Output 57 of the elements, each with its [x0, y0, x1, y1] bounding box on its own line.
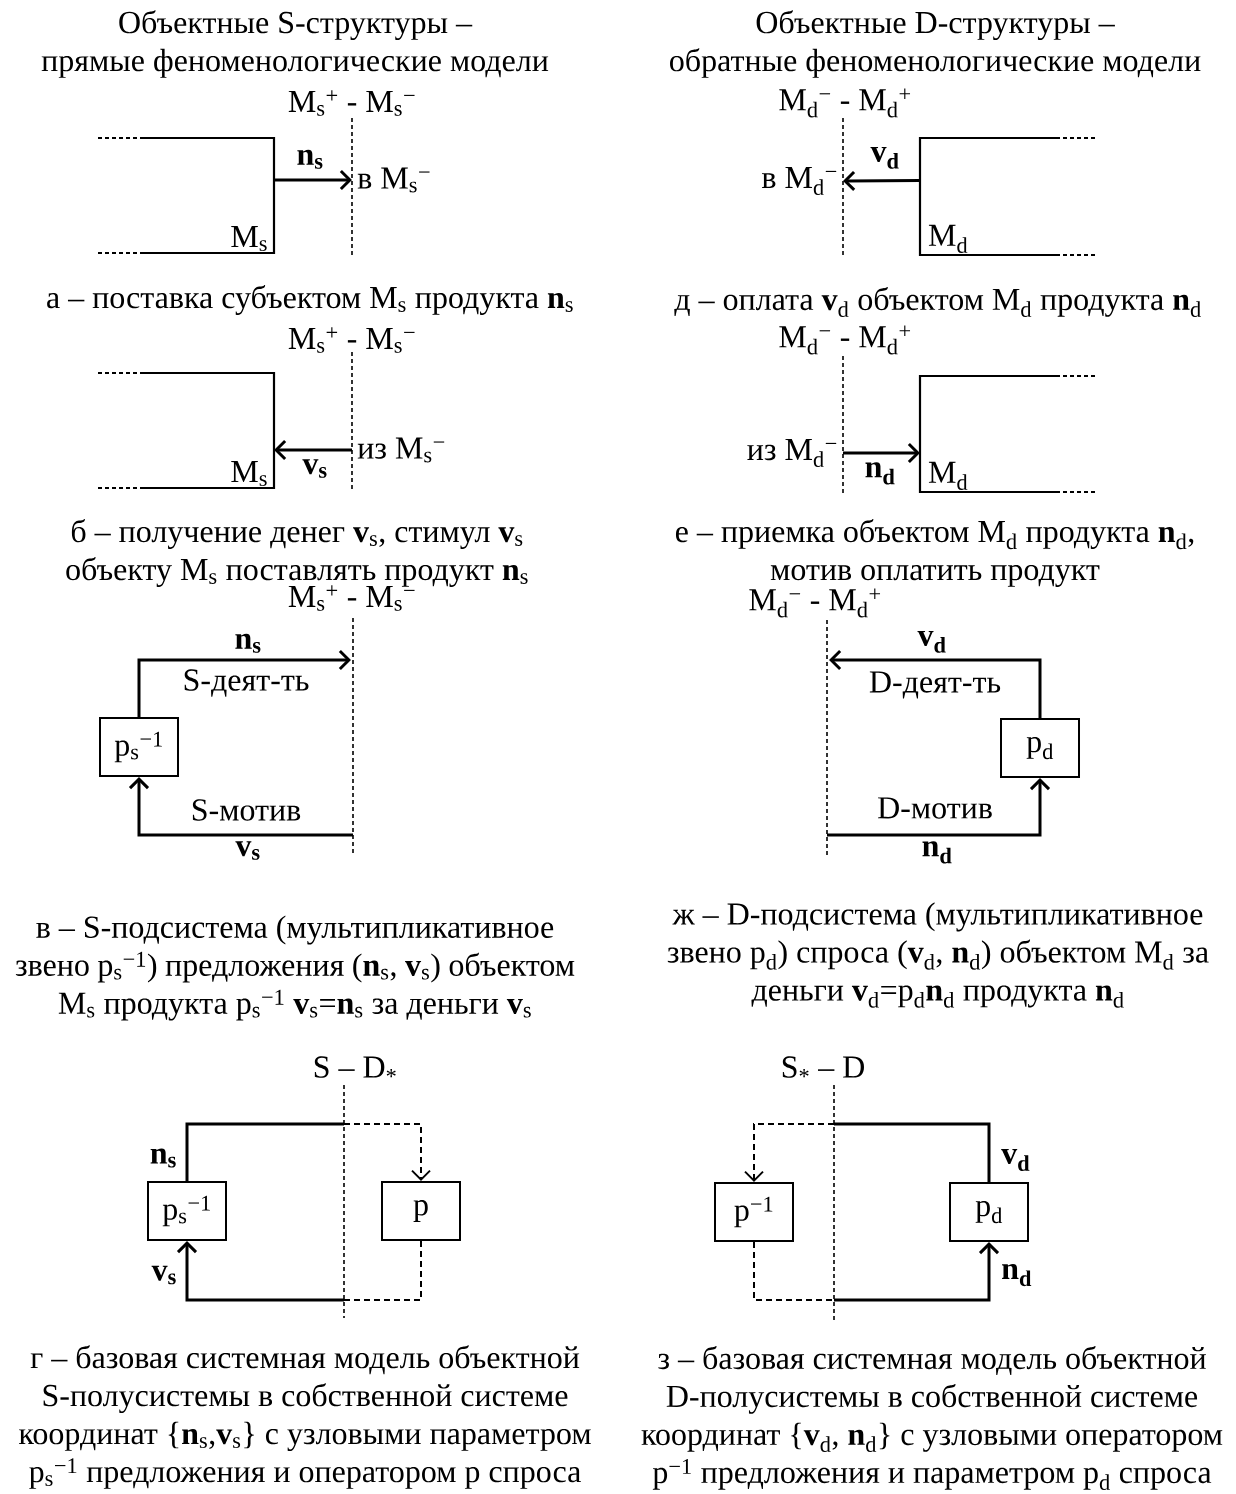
caption: е – приемка объектом M$_{d}$ продукта n$_{d}$, мотив оплатить продукт: [675, 519, 1194, 587]
boundary-label: M$_{d}$$^{−}$ - M$_{d}$+: [749, 588, 880, 618]
caption: а – поставка субъектом M$_{s}$ продукта n$_{s}$: [47, 285, 573, 315]
edge-label: n$_{d}$: [1000, 1262, 1033, 1288]
object-bracket: M$_{s}$: [97, 371, 276, 490]
flow-label: D-мотив: [878, 797, 992, 819]
flow-label: D-деят-ть: [869, 671, 1001, 699]
caption: в – S-подсистема (мультипликативное звено p$_{s}$$^{−1}$) предложения (n$_{s}$, v$_{s}$) объектом M$_{s}$ продукта p$_{s}$$^{−1}$ v$_{s}$=n$_{s}$ за деньги v$_{s}$: [15, 915, 575, 1021]
heading: Объектные D-структуры – обратные феноменологические модели: [670, 10, 1201, 78]
boundary-label: M$_{d}$$^{−}$ - M$_{d}$+: [779, 325, 910, 355]
boundary-label: M$_{s}$$^{+}$ - M$_{s}$$^{−}$: [288, 327, 415, 353]
arrow: [185, 1122, 431, 1181]
caption: з – базовая системная модель объектной D-полусистемы в собственной системе координат {v$_{d}$, n$_{d}$} с узловыми оператором p$^{−1}$ предложения и параметром p$_{d}$ спроса: [641, 1345, 1223, 1491]
edge-label: v$_{d}$: [869, 145, 901, 170]
arrow: [128, 777, 353, 837]
object-bracket: M$_{s}$: [97, 136, 276, 255]
arrow: [274, 439, 352, 461]
operator-box: p: [381, 1181, 461, 1241]
boundary-label: S – D$_{*}$: [314, 1056, 396, 1078]
region-label: из M$_{s}$$^{−}$: [357, 437, 445, 463]
edge-label: v$_{d}$: [1000, 1148, 1032, 1172]
operator-box: p$_{d}$: [1000, 718, 1080, 778]
operator-box: p$_{s}$$^{−1}$: [99, 717, 179, 777]
boundary-label: S$_{*}$ – D: [782, 1056, 864, 1078]
boundary-label: M$_{s}$$^{+}$ - M$_{s}$$^{−}$: [288, 90, 415, 116]
arrow: [137, 649, 351, 717]
edge-label: v$_{s}$: [234, 840, 262, 861]
edge-label: v$_{s}$: [301, 458, 329, 479]
arrow: [827, 778, 1051, 837]
arrow: [843, 442, 920, 464]
region-label: из M$_{d}$−: [747, 438, 837, 468]
object-bracket: M$_{d}$: [918, 374, 1099, 494]
operator-box: p$_{s}$$^{−1}$: [147, 1181, 227, 1241]
edge-label: n$_{d}$: [863, 461, 897, 486]
caption: д – оплата v$_{d}$ объектом M$_{d}$ продукта n$_{d}$: [674, 286, 1201, 318]
arrow: [843, 170, 920, 191]
heading: Объектные S-структуры – прямые феноменологические модели: [41, 10, 549, 78]
edge-label: n$_{s}$: [233, 632, 263, 654]
arrow: [829, 649, 1042, 718]
region-label: в M$_{d}$−: [762, 166, 837, 196]
arrow: [176, 1240, 422, 1302]
flow-label: S-мотив: [192, 799, 301, 821]
arrow: [753, 1241, 1000, 1302]
caption: г – базовая системная модель объектной S-полусистемы в собственной системе координат {n$_{s}$,v$_{s}$} с узловыми параметром p$_{s}$$^{−1}$ предложения и оператором p спроса: [19, 1345, 591, 1489]
operator-box: p$_{d}$: [949, 1182, 1029, 1242]
caption: ж – D-подсистема (мультипликативное звено p$_{d}$) спроса (v$_{d}$, n$_{d}$) объектом M$_{d}$ за деньги v$_{d}$=p$_{d}$n$_{d}$ продукта n$_{d}$: [667, 902, 1209, 1008]
edge-label: v$_{d}$: [916, 629, 948, 654]
edge-label: v$_{s}$: [150, 1264, 178, 1286]
arrow: [274, 169, 352, 191]
flow-label: S-деят-ть: [184, 669, 309, 697]
operator-box: p$^{−1}$: [714, 1182, 794, 1242]
region-label: в M$_{s}$$^{−}$: [357, 167, 430, 193]
edge-label: n$_{s}$: [295, 148, 325, 170]
boundary-label: M$_{d}$$^{−}$ - M$_{d}$+: [779, 88, 910, 118]
object-bracket: M$_{d}$: [918, 136, 1099, 257]
edge-label: n$_{s}$: [148, 1147, 178, 1169]
edge-label: n$_{d}$: [920, 840, 954, 865]
